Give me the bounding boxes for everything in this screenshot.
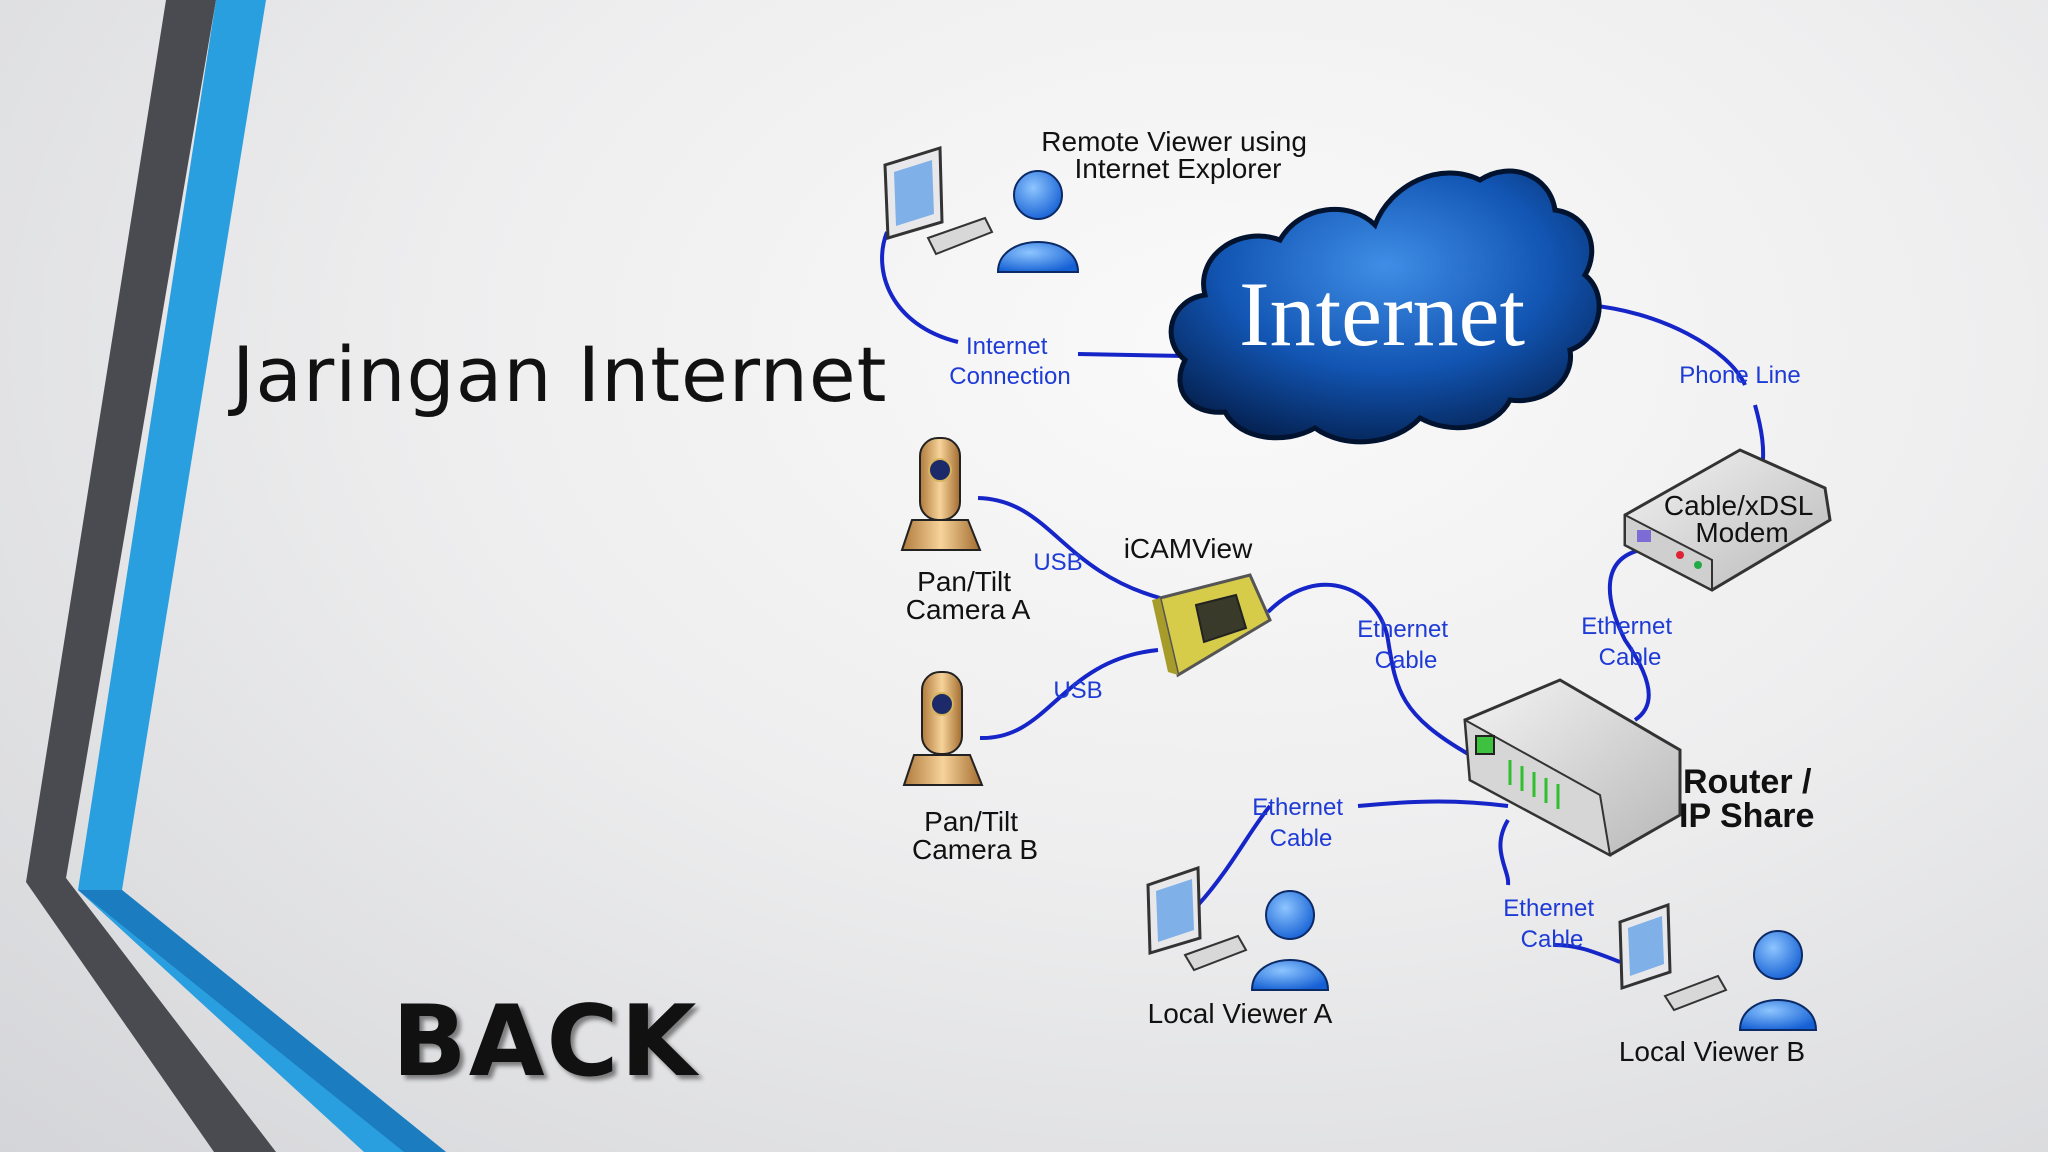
local-b-computer-icon	[1618, 902, 1728, 1012]
network-diagram: Internet Remote Viewer using Internet Ex…	[880, 126, 1832, 1067]
camera-b: Pan/Tilt Camera B	[902, 671, 1038, 865]
camera-a-line1: Pan/Tilt	[917, 566, 1011, 597]
local-a-computer-icon	[1146, 865, 1248, 972]
eth-viewer-b-line1: Ethernet	[1503, 895, 1594, 922]
back-button[interactable]: BACK	[392, 985, 699, 1099]
usb-a-label: USB	[1033, 549, 1082, 576]
local-viewer-a: Local Viewer A	[1146, 865, 1333, 1029]
eth-icam-line1: Ethernet	[1357, 616, 1448, 643]
local-viewer-a-label: Local Viewer A	[1148, 998, 1333, 1029]
icamview-device: iCAMView	[1124, 533, 1272, 678]
cables	[880, 231, 1766, 964]
camera-b-icon	[902, 671, 984, 786]
camera-a-icon	[900, 437, 982, 551]
internet-connection-line2: Connection	[949, 363, 1070, 390]
local-b-user-icon	[1738, 930, 1818, 1031]
eth-icam-line2: Cable	[1375, 647, 1438, 674]
eth-modem-line2: Cable	[1599, 644, 1662, 671]
internet-connection-label: Internet Connection	[949, 333, 1070, 390]
eth-viewer-a-label: Ethernet Cable	[1252, 794, 1349, 852]
local-viewer-b-label: Local Viewer B	[1619, 1036, 1805, 1067]
eth-viewer-b-label: Ethernet Cable	[1503, 895, 1600, 953]
modem-label: Cable/xDSL Modem	[1664, 490, 1820, 548]
eth-viewer-a-line2: Cable	[1270, 825, 1333, 852]
modem-device: Cable/xDSL Modem	[1623, 448, 1832, 592]
icamview-label: iCAMView	[1124, 533, 1253, 564]
camera-b-label: Pan/Tilt Camera B	[912, 806, 1038, 865]
router-device: Router / IP Share	[1463, 678, 1821, 857]
eth-modem-line1: Ethernet	[1581, 613, 1672, 640]
eth-icam-label: Ethernet Cable	[1357, 616, 1454, 674]
remote-user-icon	[996, 170, 1080, 273]
usb-b-label: USB	[1053, 677, 1102, 704]
camera-a: Pan/Tilt Camera A	[900, 437, 1031, 625]
eth-viewer-a-line1: Ethernet	[1252, 794, 1343, 821]
local-viewer-b: Local Viewer B	[1618, 902, 1818, 1067]
slide-title: Jaringan Internet	[232, 330, 888, 419]
phone-line-label: Phone Line	[1679, 362, 1800, 389]
camera-a-line2: Camera A	[906, 594, 1031, 625]
remote-viewer: Remote Viewer using Internet Explorer	[883, 126, 1314, 273]
remote-computer-icon	[883, 145, 994, 256]
remote-viewer-line2: Internet Explorer	[1075, 153, 1282, 184]
router-label: Router / IP Share	[1679, 763, 1821, 835]
internet-cloud: Internet	[1168, 168, 1602, 445]
cloud-label: Internet	[1239, 263, 1526, 365]
eth-viewer-b-line2: Cable	[1521, 926, 1584, 953]
left-decoration	[26, 0, 446, 1152]
modem-line2: Modem	[1695, 517, 1788, 548]
router-line2: IP Share	[1679, 797, 1814, 835]
modem-line1: Cable/xDSL	[1664, 490, 1813, 521]
camera-b-line2: Camera B	[912, 834, 1038, 865]
router-line1: Router /	[1683, 763, 1812, 801]
eth-modem-label: Ethernet Cable	[1581, 613, 1678, 671]
camera-a-label: Pan/Tilt Camera A	[906, 566, 1031, 625]
remote-viewer-line1: Remote Viewer using	[1041, 126, 1307, 157]
camera-b-line1: Pan/Tilt	[924, 806, 1018, 837]
local-a-user-icon	[1250, 890, 1330, 991]
internet-connection-line1: Internet	[966, 333, 1048, 360]
remote-viewer-label: Remote Viewer using Internet Explorer	[1041, 126, 1314, 184]
